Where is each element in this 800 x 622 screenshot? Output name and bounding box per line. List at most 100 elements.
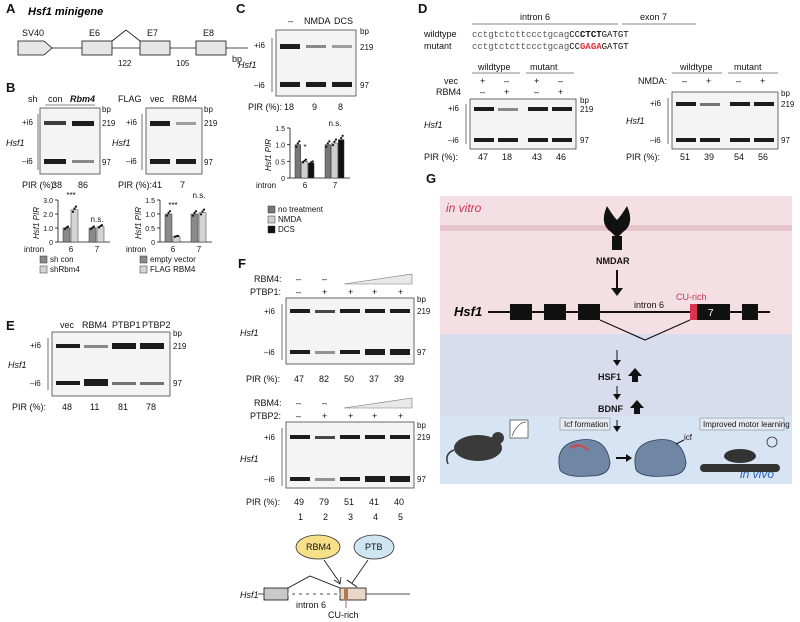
bp-label: bp	[781, 89, 790, 98]
cond: –	[534, 87, 539, 97]
minus-i6-label: –i6	[30, 379, 41, 388]
pir-value: 41	[152, 180, 162, 190]
cond: –	[504, 76, 509, 86]
group-label: mutant	[530, 62, 558, 72]
data-point	[311, 160, 314, 163]
gel-band	[315, 310, 335, 313]
marker-219: 219	[204, 119, 218, 128]
pir-value: 81	[118, 402, 128, 412]
legend-swatch	[267, 215, 276, 224]
bar	[324, 144, 331, 179]
gel-band	[730, 138, 750, 142]
marker-97: 97	[781, 136, 790, 145]
bp-label: bp	[417, 421, 426, 430]
cond: +	[760, 76, 765, 86]
nmdar-label: NMDAR	[596, 256, 630, 266]
data-point	[340, 137, 343, 140]
gel-band	[306, 82, 326, 87]
bar	[62, 227, 71, 243]
plus-i6-label: +i6	[448, 104, 459, 113]
lane-label: RBM4	[82, 320, 107, 330]
data-point	[298, 140, 301, 143]
cond: +	[480, 76, 485, 86]
exon-box	[81, 40, 113, 56]
significance-label: n.s.	[193, 191, 206, 200]
gel-band	[676, 138, 696, 142]
gel-band	[176, 159, 196, 164]
ptb-bubble	[353, 534, 395, 560]
seq-label: mutant	[424, 41, 452, 51]
gel-band	[700, 138, 720, 142]
row-label: RBM4:	[254, 398, 282, 408]
pir-value: 78	[146, 402, 156, 412]
x-tick-label: 7	[197, 245, 202, 254]
significance-label: n.s.	[91, 215, 104, 224]
plus-i6-label: +i6	[650, 99, 661, 108]
panel-letter: E	[6, 318, 15, 333]
mouse-icon	[454, 435, 502, 461]
pir-value: 82	[319, 374, 329, 384]
motor-box	[699, 417, 785, 431]
sequence-wildtype: cctgtctcttccctgcagCCCTCTGATGT	[472, 30, 629, 40]
marker-97: 97	[580, 136, 589, 145]
plus-i6-label: +i6	[30, 341, 41, 350]
gel-band	[390, 309, 410, 313]
marker-219: 219	[417, 307, 431, 316]
lane-label: DCS	[334, 16, 353, 26]
bp-label: bp	[204, 105, 213, 114]
group-label: wildtype	[679, 62, 713, 72]
ptb-label: PTB	[365, 542, 383, 552]
y-tick-label: 0	[151, 240, 155, 247]
gel-band	[730, 102, 750, 106]
panel-d: D intron 6 exon 7 wildtype cctgtctcttccc…	[418, 1, 795, 162]
cu-rich-label: CU-rich	[328, 610, 359, 620]
row-label: PTBP1:	[250, 287, 281, 297]
marker-97: 97	[102, 158, 111, 167]
pir-value: 46	[556, 152, 566, 162]
gel-band	[528, 138, 548, 142]
y-tick-label: 1.0	[145, 212, 155, 219]
gel-band	[72, 121, 94, 126]
pir-value: 43	[532, 152, 542, 162]
x-axis-label: intron	[126, 245, 146, 254]
cerebellum-icon	[634, 439, 687, 477]
gel-band	[56, 344, 80, 348]
gel-band	[56, 381, 80, 385]
pir-value: 18	[502, 152, 512, 162]
gel-band	[340, 309, 360, 313]
icf-label: icf	[684, 433, 693, 442]
x-tick-label: 6	[171, 245, 176, 254]
y-tick-label: 3.0	[43, 198, 53, 205]
data-point	[89, 227, 93, 230]
gene-label: Hsf1	[238, 60, 257, 70]
icf-box	[559, 417, 611, 431]
pir-value: 56	[758, 152, 768, 162]
cond: +	[398, 411, 403, 421]
cond: +	[322, 287, 327, 297]
mouse-icon	[724, 449, 756, 463]
intron-size: 122	[118, 59, 132, 68]
y-tick-label: 2.0	[43, 212, 53, 219]
gel-band	[112, 343, 136, 349]
pir-value: 51	[344, 497, 354, 507]
lane-number: 3	[348, 512, 353, 522]
pir-value: 39	[394, 374, 404, 384]
bar	[198, 212, 207, 243]
lane-label: RBM4	[172, 94, 197, 104]
bar	[96, 226, 105, 243]
pir-label: PIR (%):	[246, 497, 280, 507]
lane-label: NMDA	[304, 16, 331, 26]
panel-f: F RBM4: – – PTBP1: – + + + + bp 219 97 +…	[238, 256, 431, 620]
gene-label: Hsf1	[240, 454, 259, 464]
exon-box	[544, 304, 566, 320]
cerebellum-icon	[558, 439, 611, 477]
gel-band	[498, 108, 518, 111]
exon-7-box	[690, 304, 730, 320]
data-point	[66, 225, 70, 228]
gel-band	[390, 435, 410, 439]
pir-label: PIR (%):	[22, 180, 56, 190]
x-axis-label: intron	[256, 181, 276, 190]
timer-icon	[766, 436, 778, 448]
